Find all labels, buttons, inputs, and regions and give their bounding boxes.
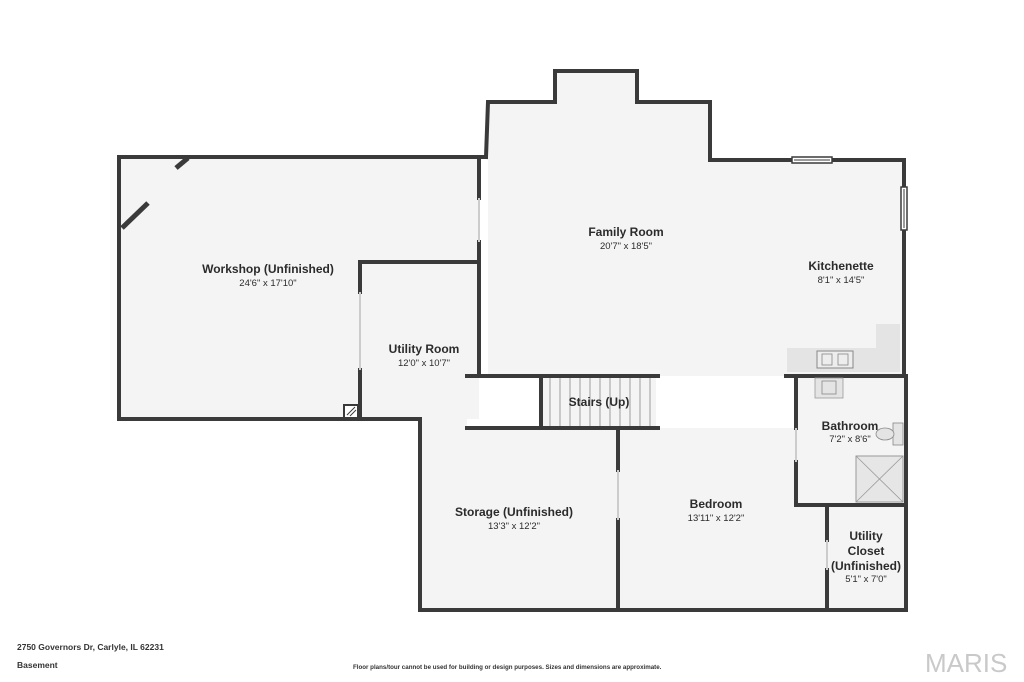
floor-label: Basement — [17, 660, 58, 670]
bathroom-sink — [814, 377, 844, 399]
storage-dims: 13'3" x 12'2" — [488, 521, 540, 532]
utility-closet-name-line-3: (Unfinished) — [831, 559, 901, 573]
family-room-name: Family Room — [588, 225, 663, 239]
stairs-name: Stairs (Up) — [569, 395, 630, 409]
bathroom-name: Bathroom — [822, 419, 879, 433]
toilet-icon — [875, 422, 904, 446]
utility-closet-dims: 5'1" x 7'0" — [845, 574, 887, 585]
kitchen-counter — [787, 324, 900, 372]
storage-name: Storage (Unfinished) — [455, 505, 573, 519]
workshop-dims: 24'6" x 17'10" — [239, 278, 296, 289]
bathroom-dims: 7'2" x 8'6" — [829, 434, 871, 445]
address-label: 2750 Governors Dr, Carlyle, IL 62231 — [17, 642, 164, 652]
bedroom-dims: 13'11" x 12'2" — [688, 513, 745, 524]
utility-closet-name-line-1: Utility — [849, 529, 883, 543]
bedroom-name: Bedroom — [690, 497, 743, 511]
kitchenette-name: Kitchenette — [808, 259, 874, 273]
stair-treads — [543, 378, 655, 426]
utility-room-dims: 12'0" x 10'7" — [398, 358, 450, 369]
utility-chase-icon — [343, 404, 359, 419]
walls — [117, 69, 908, 612]
room-labels: Workshop (Unfinished) 24'6" x 17'10" Fam… — [202, 225, 901, 585]
shower-icon — [855, 455, 904, 503]
openings — [120, 156, 908, 570]
kitchenette-dims: 8'1" x 14'5" — [818, 275, 865, 286]
family-room-dims: 20'7" x 18'5" — [600, 241, 652, 252]
disclaimer-text: Floor plans/tour cannot be used for buil… — [353, 664, 662, 671]
maris-logo: MARIS — [925, 648, 1008, 678]
workshop-name: Workshop (Unfinished) — [202, 262, 334, 276]
utility-room-name: Utility Room — [389, 342, 460, 356]
utility-closet-name-line-2: Closet — [848, 544, 885, 558]
